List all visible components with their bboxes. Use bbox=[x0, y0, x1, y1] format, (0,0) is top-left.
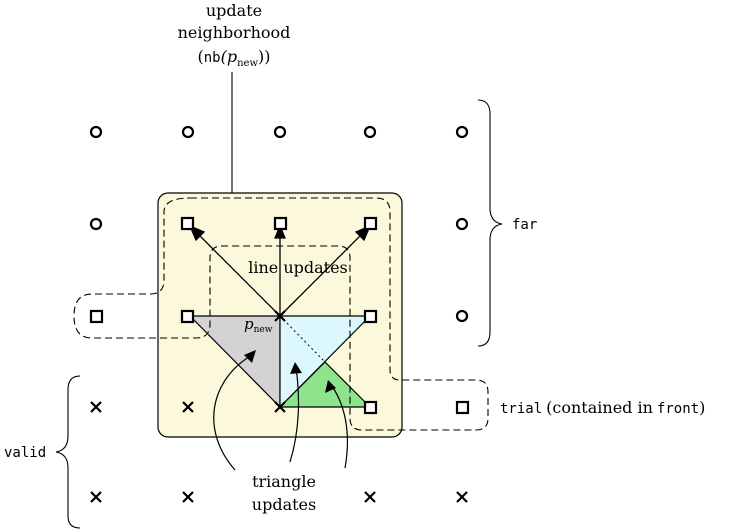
trial-node bbox=[363, 216, 378, 231]
far-node bbox=[89, 125, 103, 139]
green-triangle-update bbox=[278, 361, 372, 408]
valid-node bbox=[90, 491, 102, 503]
valid-label: valid bbox=[4, 445, 46, 461]
trial-node bbox=[180, 309, 195, 324]
trial-node bbox=[363, 309, 378, 324]
trial-node bbox=[180, 216, 195, 231]
p-new-label: pnew bbox=[244, 315, 273, 335]
update-neighborhood-label-line1: update bbox=[206, 1, 262, 20]
valid-node bbox=[182, 401, 194, 413]
far-node bbox=[181, 125, 195, 139]
triangle-updates-label-line1: triangle bbox=[252, 472, 316, 491]
update-neighborhood-label-line2: neighborhood bbox=[178, 23, 291, 42]
far-label: far bbox=[512, 217, 537, 233]
nodes-row3 bbox=[89, 309, 469, 324]
valid-node bbox=[274, 401, 286, 413]
trial-node bbox=[455, 400, 470, 415]
triangle-update-arrows bbox=[213, 354, 349, 471]
far-node bbox=[455, 217, 469, 231]
p-new-node bbox=[274, 310, 286, 322]
far-node bbox=[89, 217, 103, 231]
far-node bbox=[273, 125, 287, 139]
far-nodes-row1 bbox=[89, 125, 469, 139]
valid-node bbox=[90, 401, 102, 413]
nodes-row4-trial bbox=[363, 400, 470, 415]
trial-node bbox=[363, 400, 378, 415]
valid-brace bbox=[55, 375, 81, 529]
front-boundary-dashed bbox=[73, 197, 489, 431]
far-node bbox=[363, 125, 377, 139]
far-node bbox=[455, 309, 469, 323]
trial-label: trial (contained in front) bbox=[500, 398, 705, 417]
nodes-row2 bbox=[89, 216, 469, 231]
nodes-row4 bbox=[90, 401, 286, 413]
valid-node bbox=[364, 491, 376, 503]
valid-node bbox=[182, 491, 194, 503]
trial-node bbox=[273, 216, 288, 231]
valid-node bbox=[456, 491, 468, 503]
trial-node bbox=[89, 309, 104, 324]
triangle-updates-label-line2: updates bbox=[252, 495, 316, 514]
far-node bbox=[455, 125, 469, 139]
line-updates-label: line updates bbox=[248, 258, 348, 277]
nodes-row5 bbox=[90, 491, 468, 503]
triangle-arrow-heads bbox=[244, 350, 336, 393]
line-update-arrows bbox=[188, 224, 372, 317]
far-brace bbox=[477, 99, 503, 347]
dotted-diagonal bbox=[279, 315, 326, 363]
update-neighborhood-notation: (nb(pnew)) bbox=[198, 47, 271, 69]
